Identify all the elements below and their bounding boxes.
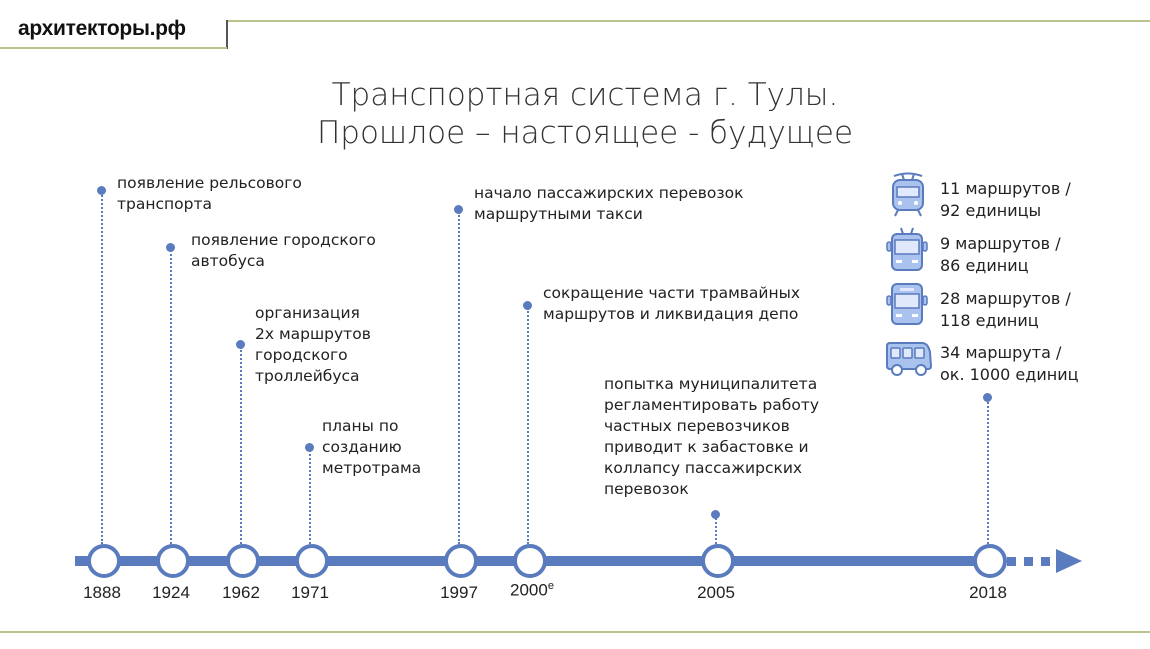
year-label: 1924: [152, 583, 190, 602]
year-label: 1888: [83, 583, 121, 602]
stem-2005: [715, 518, 717, 544]
year-label: 2018: [969, 583, 1007, 602]
stem-1971: [309, 450, 311, 544]
year-label: 2000е: [510, 580, 554, 600]
year-label: 1971: [291, 583, 329, 602]
future-dash: [1007, 557, 1016, 566]
event-dot-1924: [166, 243, 175, 252]
trolleybus-icon: [884, 226, 928, 271]
title-line-1: Транспортная система г. Тулы.: [331, 77, 839, 113]
future-dash: [1024, 557, 1033, 566]
stem-2000e: [527, 308, 529, 544]
event-dot-1971: [305, 443, 314, 452]
timeline-node-1924[interactable]: [156, 544, 190, 578]
timeline-node-1971[interactable]: [295, 544, 329, 578]
stem-1888: [101, 192, 103, 544]
stem-1962: [240, 347, 242, 544]
minibus-icon: [884, 340, 933, 384]
brand-logo[interactable]: архитекторы.рф: [18, 17, 186, 40]
tram-icon: [886, 170, 930, 217]
year-label: 1962: [222, 583, 260, 602]
year-label: 2005: [697, 583, 735, 602]
header-divider: [226, 20, 228, 49]
stat-tram: 11 маршрутов /92 единицы: [940, 179, 1071, 220]
stat-minibus: 34 маршрута /ок. 1000 единиц: [940, 343, 1079, 384]
page-title: Транспортная система г. Тулы. Прошлое – …: [250, 76, 920, 152]
stat-trolleybus: 9 маршрутов /86 единиц: [940, 234, 1061, 275]
title-line-2: Прошлое – настоящее - будущее: [316, 115, 854, 151]
event-dot-2018: [983, 393, 992, 402]
header-rule-bottom: [0, 47, 227, 49]
event-dot-2005: [711, 510, 720, 519]
timeline-node-1997[interactable]: [444, 544, 478, 578]
year-label: 1997: [440, 583, 478, 602]
event-dot-1962: [236, 340, 245, 349]
footer-rule: [0, 631, 1150, 633]
timeline-node-1888[interactable]: [87, 544, 121, 578]
header-rule-top: [226, 20, 1150, 22]
future-dash: [1041, 557, 1050, 566]
event-dot-2000e: [523, 301, 532, 310]
stem-1997: [458, 212, 460, 544]
stem-1924: [170, 250, 172, 544]
stem-2018: [987, 402, 989, 544]
timeline-node-2000e[interactable]: [513, 544, 547, 578]
future-arrow-icon: [1056, 549, 1082, 573]
timeline-node-1962[interactable]: [226, 544, 260, 578]
timeline-node-2018[interactable]: [973, 544, 1007, 578]
event-dot-1888: [97, 186, 106, 195]
event-dot-1997: [454, 205, 463, 214]
timeline-node-2005[interactable]: [701, 544, 735, 578]
stat-bus: 28 маршрутов /118 единиц: [940, 289, 1071, 330]
bus-icon: [884, 281, 928, 325]
